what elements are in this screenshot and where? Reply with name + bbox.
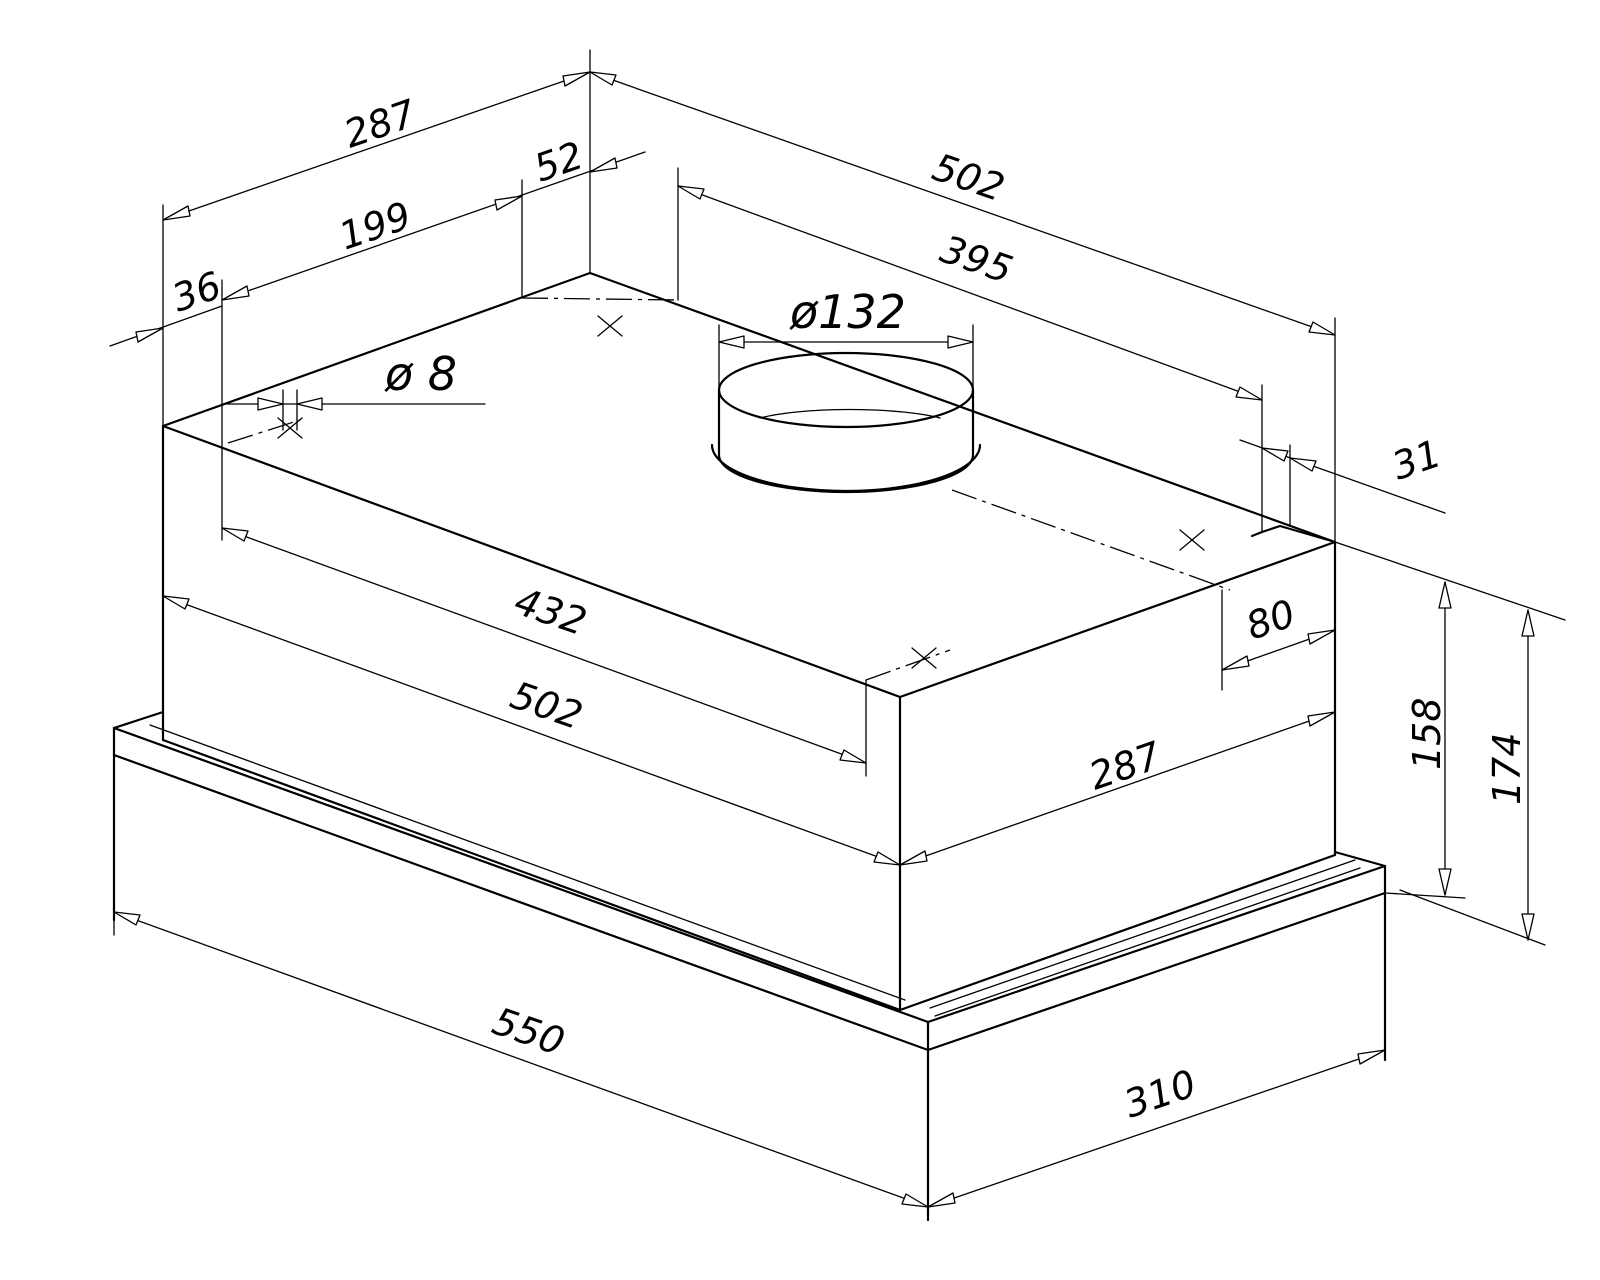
dim-287-top [162, 71, 591, 221]
ext-height-bottom [1384, 892, 1466, 899]
dim-550 [113, 911, 929, 1208]
dimension-lines [109, 49, 1566, 1208]
canopy-top-left [112, 710, 165, 730]
label-80: 80 [1241, 591, 1301, 648]
label-432: 432 [509, 579, 592, 644]
duct-flange [710, 443, 982, 493]
label-duct-diameter: ø132 [789, 285, 906, 339]
inner-lip-side [929, 859, 1356, 1009]
center-lines [227, 297, 1231, 681]
hole-marker-right [1179, 529, 1205, 551]
rear-step-tab [1250, 530, 1264, 538]
label-199: 199 [334, 193, 417, 258]
label-502-front: 502 [505, 673, 588, 738]
canopy-top-face [112, 726, 1387, 1024]
label-287-side: 287 [1084, 733, 1167, 798]
dim-199 [221, 151, 646, 301]
rear-step [1260, 524, 1337, 544]
dim-36 [109, 305, 223, 347]
cl-left-hole [227, 419, 301, 444]
canopy-side-top-line [926, 891, 1387, 1052]
body-bottom-side [898, 853, 1337, 1012]
hood-outline [112, 271, 1387, 1222]
cl-right-hole [951, 489, 1231, 591]
ext-height-top [1334, 541, 1566, 621]
dimension-labels: 287 52 199 36 502 395 ø132 ø 8 31 432 50… [167, 91, 1529, 1126]
label-158: 158 [1405, 697, 1449, 770]
duct-collar [710, 351, 982, 494]
cl-rear-hole [521, 297, 681, 301]
label-52: 52 [529, 133, 589, 190]
label-174: 174 [1485, 732, 1529, 805]
label-31: 31 [1387, 431, 1447, 488]
dim-432 [221, 527, 867, 764]
duct-inner [759, 408, 941, 419]
label-395: 395 [935, 227, 1018, 292]
duct-body [717, 388, 975, 494]
label-550: 550 [487, 999, 570, 1064]
dim-502-top [589, 71, 1336, 336]
label-502-top: 502 [927, 145, 1010, 210]
hole-marker-left [277, 417, 303, 439]
dim-395 [677, 185, 1263, 401]
hole-marker-front [911, 647, 937, 669]
body-bottom-front [161, 738, 902, 1012]
duct-top-rim [717, 351, 975, 429]
label-36: 36 [167, 263, 227, 320]
label-287-top: 287 [339, 91, 422, 156]
dim-310 [927, 1049, 1386, 1208]
ext-total-bottom [1399, 889, 1546, 946]
label-hole-diameter: ø 8 [384, 347, 457, 401]
top-face-outline [161, 271, 1337, 699]
cl-front-hole [865, 649, 951, 681]
hole-marker-rear [597, 315, 623, 337]
inner-lip-side-2 [934, 867, 1361, 1017]
dim-502-front [162, 595, 901, 866]
dim-287-side [899, 711, 1336, 866]
inner-lip-front [149, 724, 906, 1001]
canopy-front-top-line [112, 753, 930, 1052]
